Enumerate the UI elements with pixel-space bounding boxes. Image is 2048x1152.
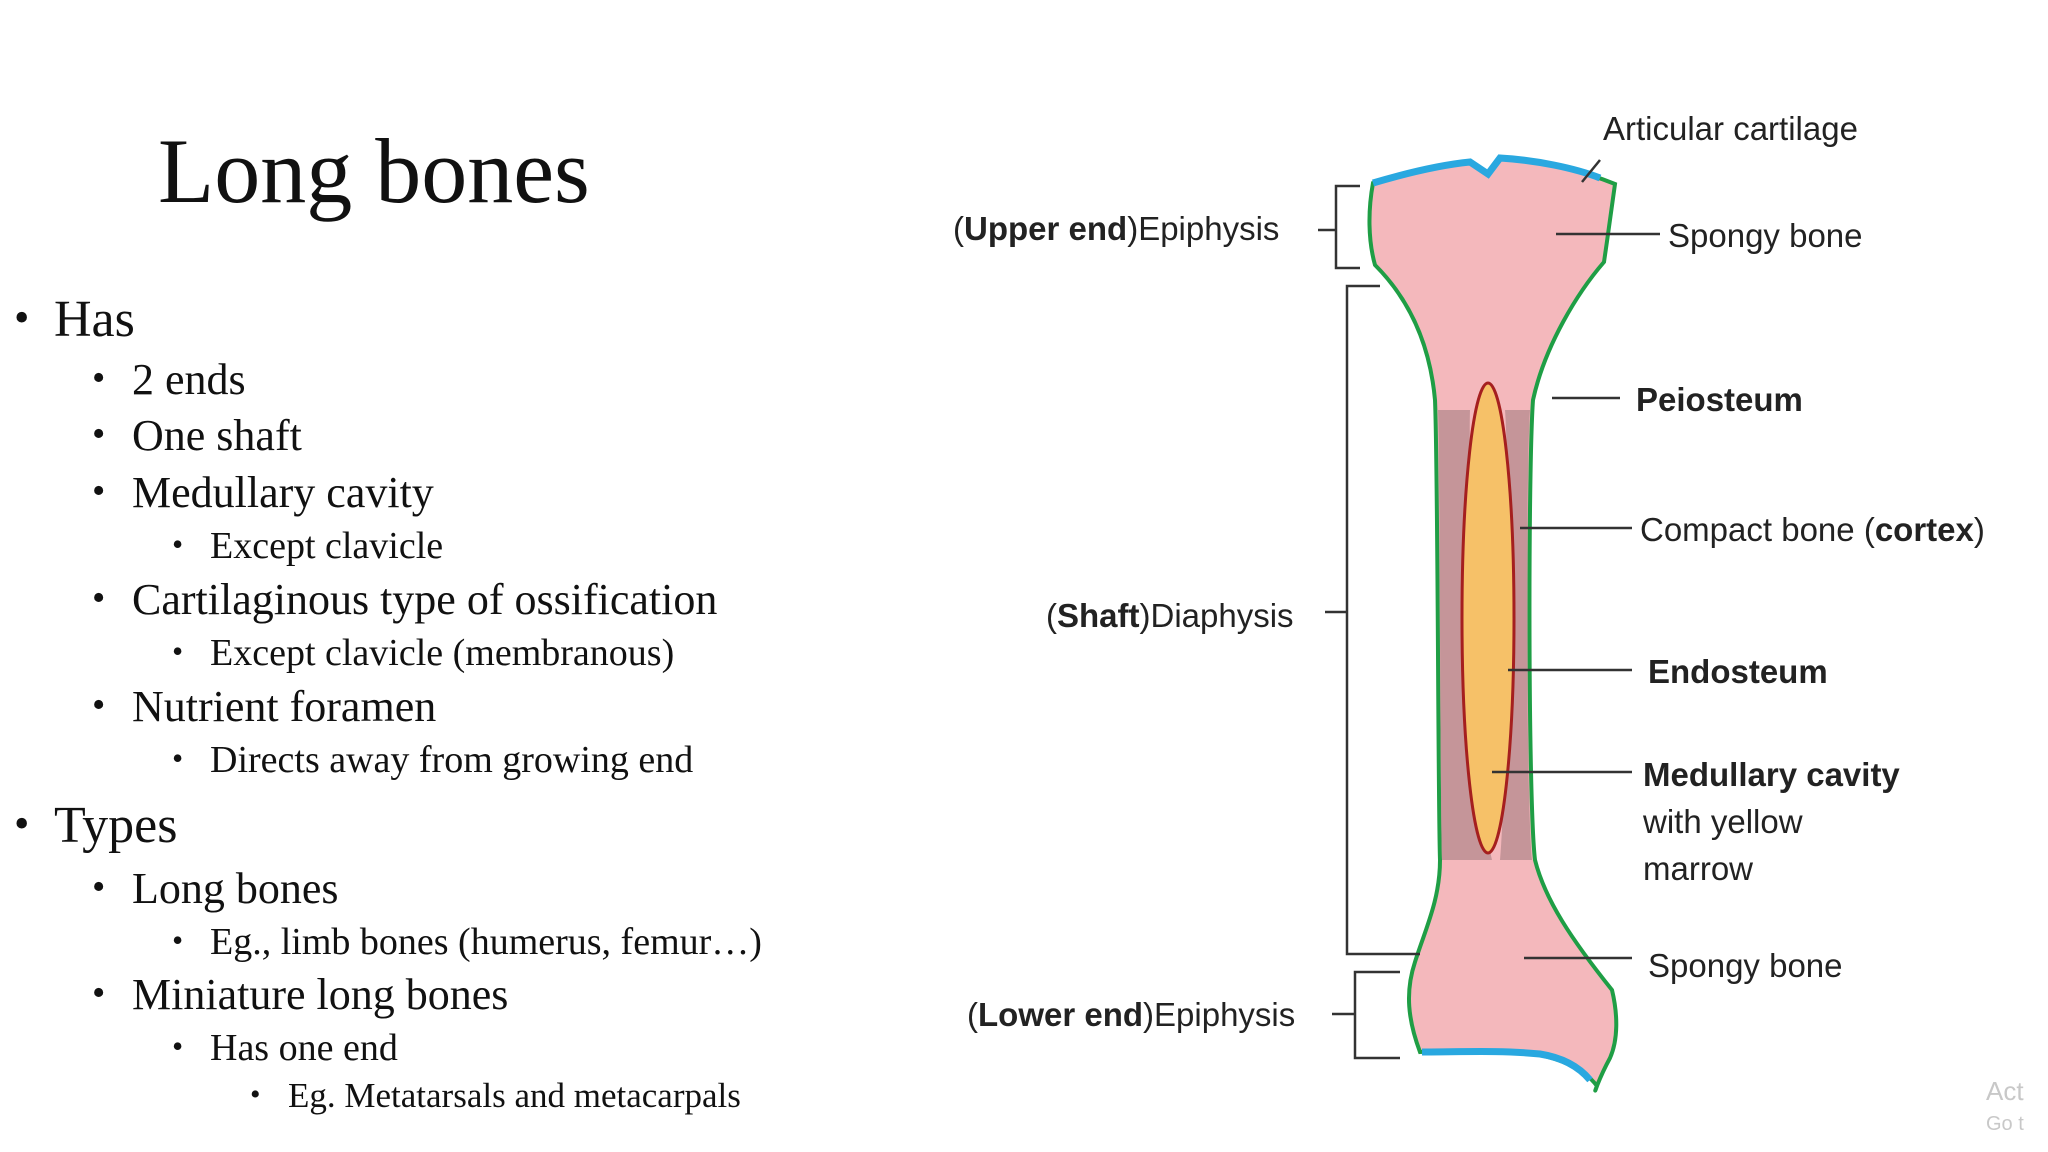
bullet-dot-icon: • (172, 1028, 184, 1064)
bullet-dot-icon: • (92, 866, 106, 908)
bullet-text: Except clavicle (membranous) (210, 632, 675, 674)
watermark-line-2: Go t (1986, 1113, 2024, 1135)
label-endosteum: Endosteum (1648, 653, 1828, 690)
medullary-cavity (1460, 381, 1516, 855)
bullet-item: • One shaft (92, 410, 302, 461)
label-spongy-bone-top: Spongy bone (1668, 217, 1863, 254)
bullet-dot-icon: • (92, 357, 106, 399)
bullet-text: Cartilaginous type of ossification (132, 575, 718, 624)
bullet-dot-icon: • (14, 293, 30, 342)
bullet-item: • Except clavicle (172, 524, 444, 568)
slide-title: Long bones (158, 120, 590, 222)
bullet-dot-icon: • (92, 413, 106, 455)
bullet-item: • Eg., limb bones (humerus, femur…) (172, 920, 762, 964)
bullet-dot-icon: • (92, 684, 106, 726)
bullet-item: • Nutrient foramen (92, 681, 437, 732)
bullet-text: Except clavicle (210, 525, 444, 567)
bullet-item: • Except clavicle (membranous) (172, 631, 675, 675)
label-spongy-bone-bottom: Spongy bone (1648, 947, 1843, 984)
bullet-text: Has (54, 291, 135, 348)
label-medullary-cavity: Medullary cavity with yellow marrow (1642, 756, 1909, 887)
bullet-dot-icon: • (172, 740, 184, 776)
bullet-dot-icon: • (92, 470, 106, 512)
articular-cartilage-top (1372, 154, 1602, 187)
articular-cartilage-bottom (1421, 1048, 1593, 1083)
label-upper-epiphysis: (Upper end)Epiphysis (953, 210, 1279, 247)
label-articular-cartilage: Articular cartilage (1603, 110, 1858, 147)
bullet-dot-icon: • (92, 972, 106, 1014)
bullet-item: • Medullary cavity (92, 467, 434, 518)
label-diaphysis: (Shaft)Diaphysis (1046, 597, 1294, 634)
bullet-text: Types (54, 797, 178, 854)
bullet-text: 2 ends (132, 355, 246, 404)
label-periosteum: Peiosteum (1636, 381, 1803, 418)
label-lower-epiphysis: (Lower end)Epiphysis (967, 996, 1295, 1033)
bracket-diaphysis (1325, 284, 1420, 956)
watermark-line-1: Act (1986, 1076, 2024, 1106)
bullet-item: • Directs away from growing end (172, 738, 694, 782)
bullet-text: One shaft (132, 411, 302, 460)
bullet-item: • Has one end (172, 1026, 398, 1070)
bullet-item: • Long bones (92, 863, 339, 914)
bracket-lower-epiphysis (1332, 970, 1400, 1060)
bullet-text: Eg., limb bones (humerus, femur…) (210, 921, 762, 963)
bullet-item: • Miniature long bones (92, 969, 509, 1020)
bullet-text: Has one end (210, 1027, 398, 1069)
bullet-item: • 2 ends (92, 354, 246, 405)
bullet-dot-icon: • (14, 799, 30, 848)
bullet-item: • Types (14, 796, 178, 855)
bullet-text: Directs away from growing end (210, 739, 694, 781)
label-compact-bone: Compact bone (cortex) (1640, 511, 1985, 548)
bullet-dot-icon: • (172, 633, 184, 669)
bullet-item: • Has (14, 290, 135, 349)
bullet-text: Miniature long bones (132, 970, 509, 1019)
bullet-text: Eg. Metatarsals and metacarpals (288, 1076, 741, 1115)
bullet-dot-icon: • (250, 1078, 261, 1111)
bullet-dot-icon: • (172, 526, 184, 562)
bullet-text: Medullary cavity (132, 468, 434, 517)
leader-articular-cartilage (1581, 159, 1601, 183)
bullet-item: • Cartilaginous type of ossification (92, 574, 718, 625)
bullet-dot-icon: • (92, 577, 106, 619)
bracket-upper-epiphysis (1318, 184, 1360, 270)
bullet-item: • Eg. Metatarsals and metacarpals (250, 1076, 741, 1116)
bullet-dot-icon: • (172, 922, 184, 958)
bullet-text: Nutrient foramen (132, 682, 437, 731)
bullet-text: Long bones (132, 864, 339, 913)
